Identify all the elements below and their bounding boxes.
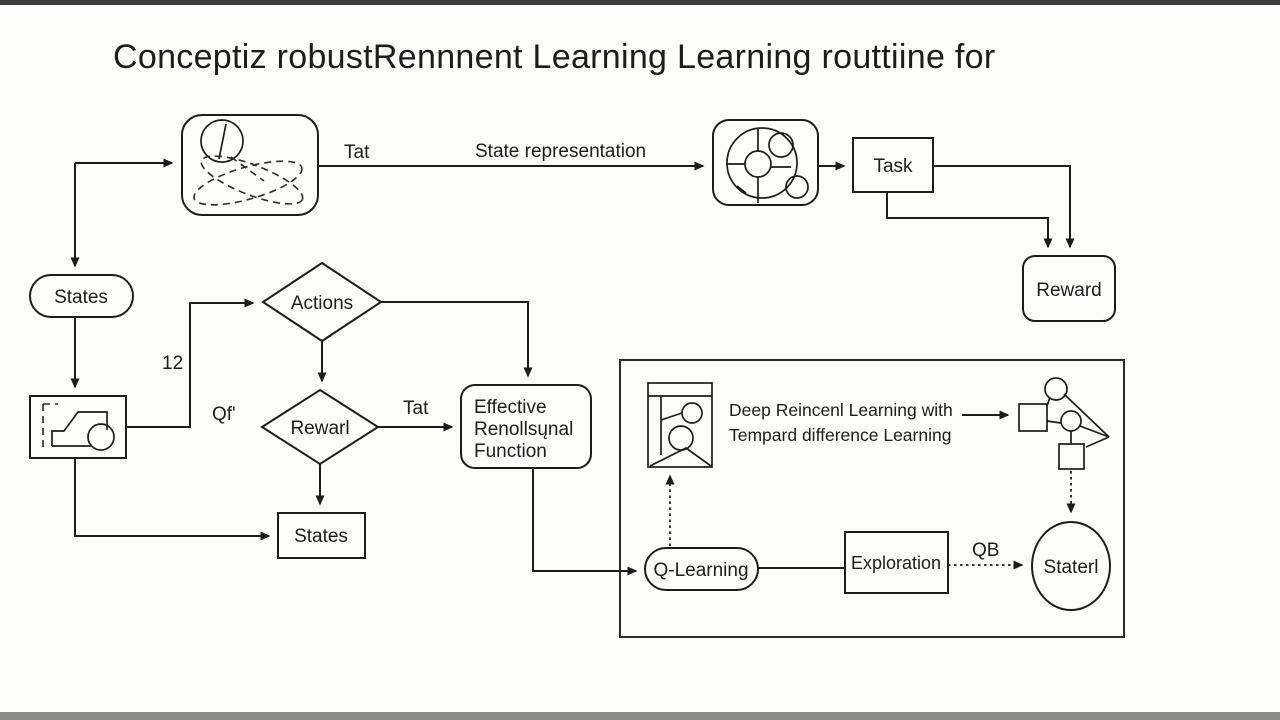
edge-branch-to-environment <box>70 158 174 268</box>
diagram-title: Conceptiz robustRennnent Learning Learni… <box>113 38 995 76</box>
edge-agent-to-actions <box>126 298 255 428</box>
trajectory-scribble-icon <box>193 119 304 206</box>
states-pill-label: States <box>54 287 108 308</box>
exploration-label: Exploration <box>851 553 941 573</box>
edge-label-qf: Qf' <box>212 404 236 425</box>
panel-caption-line1: Deep Reincenl Learning with <box>729 400 953 420</box>
edge-function-to-qlearning <box>532 468 638 576</box>
effective-function-line2: Renollsųnal <box>474 419 573 440</box>
exploration-node: Exploration <box>844 531 949 594</box>
reward-node: Reward <box>1022 255 1116 322</box>
sensor-node <box>712 119 819 206</box>
task-node: Task <box>852 137 934 193</box>
rewarl-label: Rewarl <box>290 418 349 439</box>
top-edge-bar <box>0 0 1280 5</box>
doorway-figures-icon <box>647 382 713 468</box>
edge-agent-to-states-box <box>74 458 271 541</box>
edge-task-to-reward-bottom <box>886 192 1053 249</box>
panel-caption-line2: Tempard difference Learning <box>729 425 951 445</box>
edge-label-tat-mid: Tat <box>403 398 429 419</box>
q-learning-node: Q-Learning <box>644 547 759 591</box>
environment-node <box>181 114 319 216</box>
actions-label: Actions <box>291 293 353 314</box>
edge-actions-to-function <box>381 301 533 378</box>
edge-label-tat-top: Tat <box>344 142 370 163</box>
effective-function-line1: Effective <box>474 397 547 418</box>
states-box-label: States <box>294 526 348 547</box>
edge-label-12: 12 <box>162 353 183 374</box>
deep-learning-panel: Deep Reincenl Learning with Tempard diff… <box>619 359 1125 638</box>
rewarl-node: Rewarl <box>260 388 380 466</box>
q-learning-label: Q-Learning <box>653 560 748 581</box>
task-label: Task <box>873 156 913 177</box>
effective-function-line3: Function <box>474 441 547 462</box>
graph-network-icon <box>1018 377 1110 470</box>
bottom-edge-bar <box>0 712 1280 720</box>
states-pill-node: States <box>29 274 134 318</box>
effective-function-node: Effective Renollsųnal Function <box>460 384 592 469</box>
edge-task-to-reward-right <box>933 165 1075 249</box>
edge-label-state-representation: State representation <box>475 141 646 162</box>
edge-label-qb: QB <box>972 540 999 561</box>
vehicle-icon <box>42 403 115 452</box>
reward-label: Reward <box>1036 280 1101 301</box>
actions-node: Actions <box>261 261 383 343</box>
agent-node <box>29 395 127 459</box>
gauge-dial-icon <box>726 127 809 203</box>
states-box-node: States <box>277 512 366 559</box>
staterl-label: Staterl <box>1044 557 1099 578</box>
staterl-node: Staterl <box>1031 521 1111 611</box>
